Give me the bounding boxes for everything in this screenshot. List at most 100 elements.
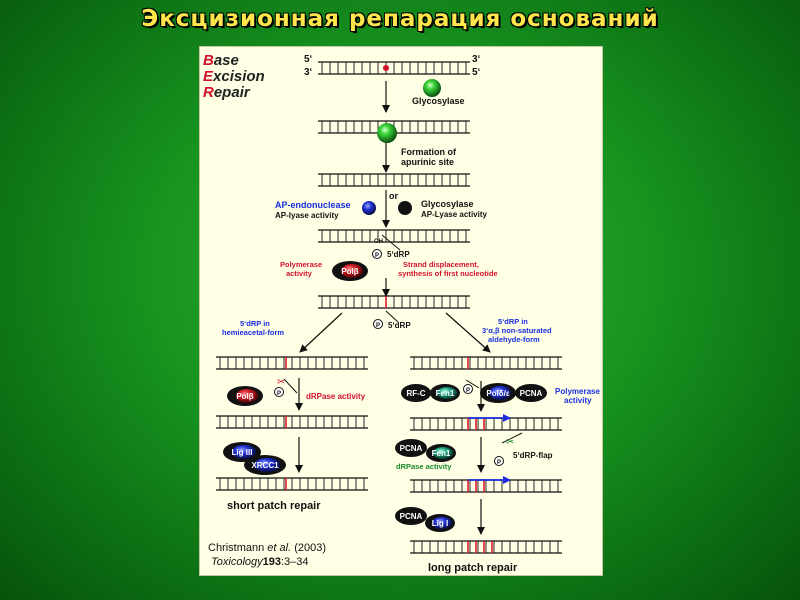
fen1-label-2: Fen1 — [432, 449, 451, 458]
strand-displacement-line2: synthesis of first nucleotide — [398, 269, 498, 278]
dna-first-nucleotide — [318, 295, 470, 309]
lig3-enzyme-core — [232, 445, 256, 459]
five-drp-label: 5‘dRP — [387, 250, 410, 259]
xrcc1-label: XRCC1 — [251, 461, 279, 470]
pcna-label: PCNA — [520, 389, 543, 398]
arrow-branch-left — [299, 312, 343, 353]
drpase-activity-label-2: dRPase activity — [396, 462, 452, 471]
glycosylase-label-2: Glycosylase — [421, 199, 474, 209]
pcna-enzyme-2 — [395, 439, 427, 457]
glycosylase-enzyme — [423, 79, 441, 97]
fen1-enzyme-core — [437, 387, 457, 399]
phosphate-label: P — [375, 253, 379, 259]
phosphate-icon-2 — [373, 319, 383, 329]
dna-ap-site — [318, 173, 470, 187]
pcna-enzyme — [515, 384, 547, 402]
polymerase-activity-r2: activity — [564, 396, 592, 405]
long-patch-label: long patch repair — [428, 562, 518, 574]
ber-title-line-excision: Excision — [203, 69, 265, 85]
drp-tail-4 — [465, 379, 480, 389]
ber-title-cap-e: E — [203, 68, 214, 85]
or-label: or — [389, 191, 398, 201]
ber-figure: 5‘ 3‘ 3‘ 5‘ Glycosylase Formation of apu… — [199, 46, 603, 576]
ap-lyase-activity-label: AP-lyase activity — [275, 211, 339, 220]
right-branch-line2: 3‘α,β non-saturated — [482, 326, 552, 335]
phosphate-icon-5 — [494, 456, 504, 466]
strand-end-label-bottom-left: 3‘ — [304, 67, 313, 78]
ber-title: Base Excision Repair — [203, 53, 265, 101]
citation-volume: 193 — [262, 556, 281, 568]
phosphate-label-3: P — [277, 391, 281, 397]
ap-endonuclease-label: AP-endonuclease — [275, 200, 351, 210]
fen1-enzyme-2-core — [433, 447, 453, 459]
ber-title-line-base: Base — [203, 53, 265, 69]
ber-title-cap-b: B — [203, 52, 214, 69]
dna-right-3 — [410, 476, 562, 493]
glycosylase-lyase-enzyme — [398, 201, 412, 215]
strand-end-label-bottom-right: 5‘ — [472, 67, 481, 78]
dna-right-4 — [410, 540, 562, 554]
rfc-enzyme — [401, 384, 431, 402]
xrcc1-enzyme-core — [254, 458, 280, 472]
drp-tail-3 — [283, 378, 298, 394]
dna-left-2 — [216, 415, 368, 429]
phosphate-label-2: P — [376, 323, 380, 329]
pol-delta-eps-enzyme-core — [489, 386, 511, 400]
pcna-label-3: PCNA — [400, 512, 423, 521]
phosphate-icon-3 — [274, 387, 284, 397]
citation-year: (2003) — [291, 542, 327, 554]
short-patch-label: short patch repair — [227, 500, 321, 512]
ap-lyase-activity-label-2: AP-Lyase activity — [421, 210, 488, 219]
lig3-label: Lig III — [232, 448, 253, 457]
strand-end-label-top-left: 5‘ — [304, 54, 313, 65]
damaged-base-marker — [383, 65, 389, 71]
dna-strands — [216, 61, 562, 554]
dna-nicked — [318, 229, 470, 243]
pol-beta-label-2: Polβ — [236, 392, 253, 401]
dna-left-3 — [216, 477, 368, 491]
citation-pages: :3–34 — [281, 556, 309, 568]
drp-tail — [381, 234, 401, 251]
glycosylase-label: Glycosylase — [412, 96, 465, 106]
strand-displacement-line1: Strand displacement, — [403, 260, 479, 269]
right-branch-line3: aldehyde-form — [488, 335, 540, 344]
left-branch-line1: 5‘dRP in — [240, 319, 270, 328]
lig1-label: Lig I — [432, 519, 448, 528]
citation-etal: et al. — [267, 542, 292, 554]
oh-label: OH — [374, 239, 383, 245]
slide-title: Эксцизионная репарация оснований — [141, 6, 659, 32]
ber-title-cap-r: R — [203, 84, 214, 101]
pol-beta-enzyme-2-core — [236, 389, 258, 403]
right-branch-line1: 5‘dRP in — [498, 317, 528, 326]
dna-right-1 — [410, 356, 562, 370]
dna-right-2 — [410, 414, 562, 431]
dna-left-1 — [216, 356, 368, 370]
pcna-enzyme-3 — [395, 507, 427, 525]
ap-endonuclease-enzyme — [362, 201, 376, 215]
citation: Christmann et al. (2003) Toxicology193:3… — [208, 541, 326, 569]
phosphate-label-4: P — [466, 388, 470, 394]
five-drp-label-2: 5‘dRP — [388, 321, 411, 330]
citation-authors: Christmann — [208, 542, 268, 554]
ber-title-line-repair: Repair — [203, 85, 265, 101]
phosphate-icon-4 — [463, 384, 473, 394]
five-drp-flap-label: 5‘dRP-flap — [513, 451, 553, 460]
lig1-enzyme-core — [432, 517, 452, 529]
pol-beta-enzyme-core — [341, 264, 363, 278]
drp-flap-tail — [501, 432, 523, 444]
dna-substrate — [318, 61, 470, 75]
glycosylase-on-dna — [377, 123, 397, 143]
fen1-label: Fen1 — [436, 389, 455, 398]
left-branch-line2: hemieacetal-form — [222, 328, 284, 337]
arrow-branch-right — [445, 312, 491, 353]
pol-beta-label: Polβ — [341, 267, 358, 276]
rfc-label: RF-C — [406, 389, 425, 398]
ber-title-rest-repair: epair — [213, 84, 250, 101]
ber-title-rest-base: ase — [213, 52, 239, 69]
scissors-icon: ✂ — [277, 377, 285, 388]
ber-pathway-diagram: 5‘ 3‘ 3‘ 5‘ Glycosylase Formation of apu… — [216, 54, 600, 574]
pcna-label-2: PCNA — [400, 444, 423, 453]
pol-delta-eps-label: Polδ/ε — [486, 389, 510, 398]
scissors-icon-2: ✂ — [506, 437, 514, 448]
dna-glycosylase-bound — [318, 120, 470, 134]
